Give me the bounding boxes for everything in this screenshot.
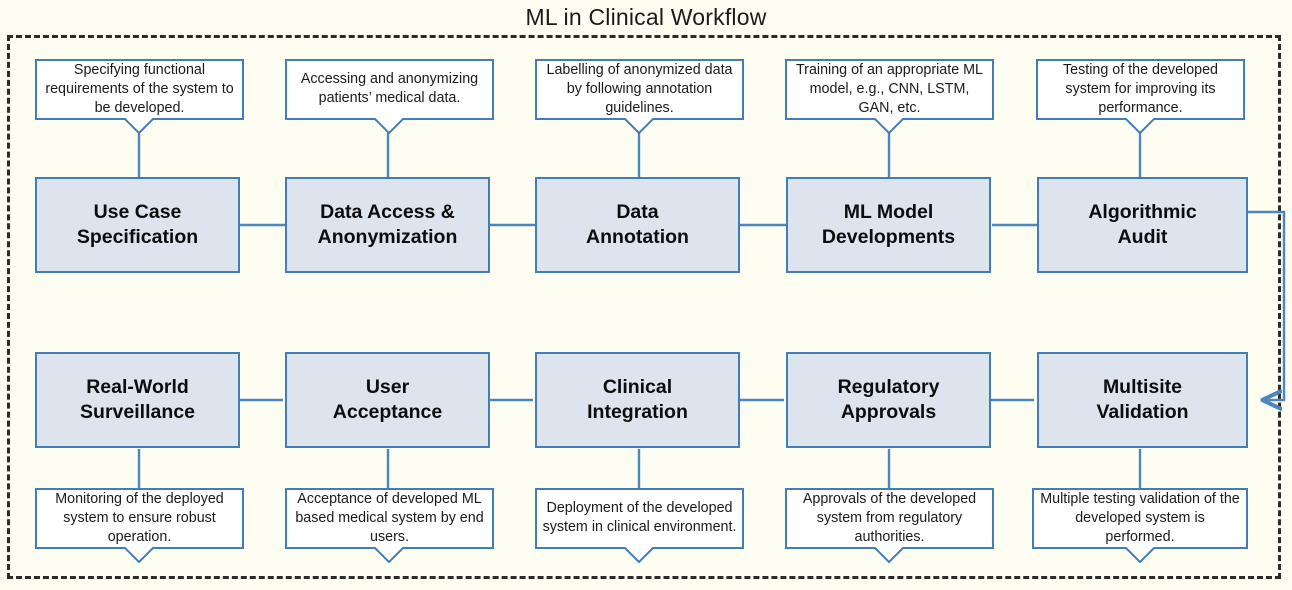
callout-shape bbox=[1032, 488, 1248, 563]
callout-ml-model-developments: Training of an appropriate ML model, e.g… bbox=[785, 59, 994, 134]
callout-text: Acceptance of developed ML based medical… bbox=[285, 488, 494, 548]
callout-data-access-anonymization: Accessing and anonymizing patients’ medi… bbox=[285, 59, 494, 134]
process-box-use-case-specification[interactable]: Use Case Specification bbox=[35, 177, 240, 273]
process-box-multisite-validation[interactable]: Multisite Validation bbox=[1037, 352, 1248, 448]
process-box-label: Multisite Validation bbox=[1096, 376, 1189, 423]
process-box-algorithmic-audit[interactable]: Algorithmic Audit bbox=[1037, 177, 1248, 273]
callout-shape bbox=[535, 59, 744, 134]
callout-text: Specifying functional requirements of th… bbox=[35, 59, 244, 119]
process-box-label: Data Annotation bbox=[586, 201, 689, 248]
process-box-label: Clinical Integration bbox=[587, 376, 688, 423]
process-box-label: Use Case Specification bbox=[76, 201, 199, 248]
callout-text: Approvals of the developed system from r… bbox=[785, 488, 994, 548]
process-box-label: Real-World Surveillance bbox=[80, 376, 195, 423]
callout-regulatory-approvals: Approvals of the developed system from r… bbox=[785, 488, 994, 563]
callout-text-content: Monitoring of the deployed system to ens… bbox=[55, 490, 224, 545]
callout-text: Testing of the developed system for impr… bbox=[1036, 59, 1245, 119]
callout-text-content: Deployment of the developed system in cl… bbox=[542, 500, 737, 535]
callout-clinical-integration: Deployment of the developed system in cl… bbox=[535, 488, 744, 563]
callout-text-content: Accessing and anonymizing patients’ medi… bbox=[300, 71, 479, 106]
callout-shape bbox=[785, 59, 994, 134]
process-box-clinical-integration[interactable]: Clinical Integration bbox=[535, 352, 740, 448]
callout-text: Deployment of the developed system in cl… bbox=[535, 488, 744, 548]
callout-text: Training of an appropriate ML model, e.g… bbox=[785, 59, 994, 119]
process-box-label: Algorithmic Audit bbox=[1088, 201, 1197, 248]
callout-text-content: Labelling of anonymized data by followin… bbox=[546, 61, 733, 116]
callout-real-world-surveillance: Monitoring of the deployed system to ens… bbox=[35, 488, 244, 563]
process-box-ml-model-developments[interactable]: ML Model Developments bbox=[786, 177, 991, 273]
process-box-real-world-surveillance[interactable]: Real-World Surveillance bbox=[35, 352, 240, 448]
callout-use-case-specification: Specifying functional requirements of th… bbox=[35, 59, 244, 134]
callout-shape bbox=[785, 488, 994, 563]
callout-data-annotation: Labelling of anonymized data by followin… bbox=[535, 59, 744, 134]
process-box-data-annotation[interactable]: Data Annotation bbox=[535, 177, 740, 273]
callout-text: Monitoring of the deployed system to ens… bbox=[35, 488, 244, 548]
callout-text: Accessing and anonymizing patients’ medi… bbox=[285, 59, 494, 119]
callout-shape bbox=[1036, 59, 1245, 134]
callout-text-content: Approvals of the developed system from r… bbox=[802, 490, 977, 545]
process-box-regulatory-approvals[interactable]: Regulatory Approvals bbox=[786, 352, 991, 448]
process-box-label: User Acceptance bbox=[332, 376, 443, 423]
callout-shape bbox=[285, 59, 494, 134]
process-box-label: ML Model Developments bbox=[821, 201, 956, 248]
callout-text-content: Testing of the developed system for impr… bbox=[1063, 61, 1218, 116]
callout-text: Labelling of anonymized data by followin… bbox=[535, 59, 744, 119]
process-box-label: Data Access & Anonymization bbox=[317, 201, 458, 248]
callout-text-content: Specifying functional requirements of th… bbox=[45, 61, 234, 116]
callout-text-content: Acceptance of developed ML based medical… bbox=[295, 490, 484, 545]
process-box-label: Regulatory Approvals bbox=[837, 376, 940, 423]
callout-shape bbox=[535, 488, 744, 563]
page-title: ML in Clinical Workflow bbox=[525, 4, 767, 30]
process-box-user-acceptance[interactable]: User Acceptance bbox=[285, 352, 490, 448]
callout-shape bbox=[35, 488, 244, 563]
callout-multisite-validation: Multiple testing validation of the devel… bbox=[1032, 488, 1248, 563]
callout-shape bbox=[285, 488, 494, 563]
callout-user-acceptance: Acceptance of developed ML based medical… bbox=[285, 488, 494, 563]
callout-text: Multiple testing validation of the devel… bbox=[1032, 488, 1248, 548]
callout-text-content: Training of an appropriate ML model, e.g… bbox=[795, 61, 984, 116]
callout-shape bbox=[35, 59, 244, 134]
process-box-data-access-anonymization[interactable]: Data Access & Anonymization bbox=[285, 177, 490, 273]
callout-text-content: Multiple testing validation of the devel… bbox=[1040, 490, 1240, 545]
callout-algorithmic-audit: Testing of the developed system for impr… bbox=[1036, 59, 1245, 134]
